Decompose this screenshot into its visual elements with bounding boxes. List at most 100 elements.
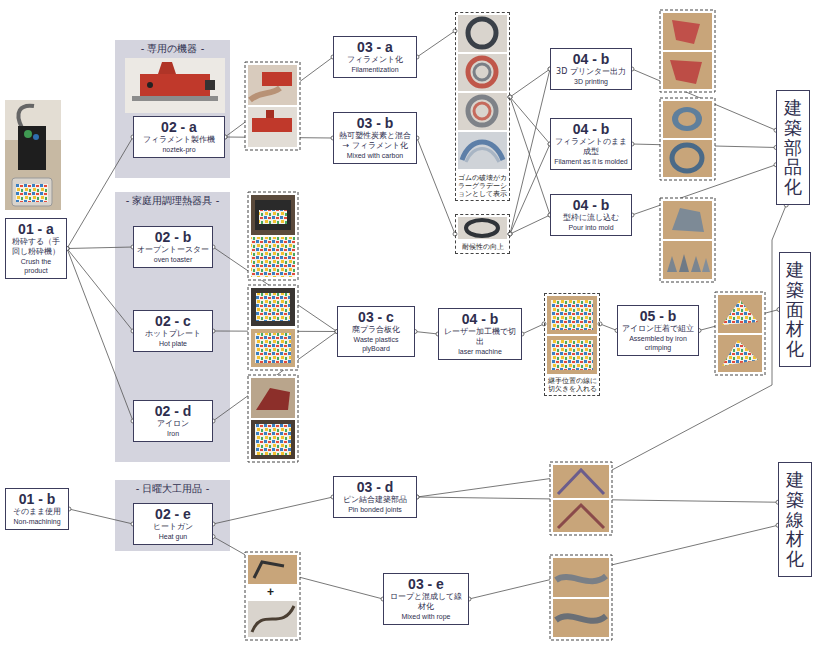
filament-photos xyxy=(466,220,498,236)
step-title: 粉砕する（手回し粉砕機） xyxy=(9,237,63,257)
category-label: 建築面材化 xyxy=(786,260,804,359)
step-subtitle: 3D printing xyxy=(554,77,628,86)
process-box: 05 - bアイロン圧着で組立Assembled by iron crimpin… xyxy=(617,305,699,356)
step-code: 02 - d xyxy=(137,403,209,419)
photo-frame xyxy=(251,329,295,367)
photo-frame xyxy=(553,500,609,532)
photo-frame xyxy=(672,145,702,171)
photo-frame xyxy=(245,552,300,640)
step-title: ヒートガン xyxy=(137,522,209,532)
grinder-photo xyxy=(18,106,34,128)
machine-photo xyxy=(140,74,210,96)
filament-photos xyxy=(458,15,507,239)
process-box: 04 - bフィラメントのまま成型Filament as it is molde… xyxy=(550,118,632,170)
grinder-photo xyxy=(16,184,48,202)
step-subtitle: noztek-pro xyxy=(137,145,221,154)
photo-frame xyxy=(248,285,298,370)
photo-frame xyxy=(250,88,280,100)
connector xyxy=(213,497,333,524)
photo-frame xyxy=(259,210,287,224)
photo-frame xyxy=(245,552,300,640)
photo-frame xyxy=(663,241,712,279)
step-code: 04 - b xyxy=(554,121,628,137)
machine-photo xyxy=(132,96,218,101)
connector xyxy=(510,215,550,234)
connector xyxy=(510,97,550,144)
photo-frame xyxy=(672,208,704,232)
photo-frame xyxy=(663,52,712,89)
category-label: 建築部品化 xyxy=(784,98,802,197)
photo-frame xyxy=(248,107,297,147)
step-title: 型枠に流し込む xyxy=(554,213,628,223)
step-title: フィラメント製作機 xyxy=(137,135,221,145)
group-title: - 家庭用調理熱器具 - xyxy=(115,192,230,207)
junction-dot xyxy=(598,322,602,326)
process-box: 04 - bレーザー加工機で切出laser machine xyxy=(438,308,522,360)
photo-frame xyxy=(251,237,295,277)
panel-background xyxy=(115,40,230,178)
process-box: 03 - b熱可塑性炭素と混合 → フィラメント化Mixed with carb… xyxy=(333,112,417,164)
step-title: アイロン xyxy=(137,419,209,429)
photo-frame xyxy=(255,200,291,230)
photo-frame xyxy=(254,562,284,578)
panel-background xyxy=(115,192,230,462)
photo-frame xyxy=(663,13,712,50)
photo-frame xyxy=(663,201,712,239)
photo-frame xyxy=(722,340,758,366)
connector xyxy=(522,324,544,334)
grinder-photo xyxy=(18,126,46,170)
process-box: 02 - aフィラメント製作機noztek-pro xyxy=(133,116,225,158)
photo-frame xyxy=(660,198,715,282)
step-title: フィラメントのまま成型 xyxy=(554,137,628,157)
photo-caption: 継手位置の線に切欠きを入れる xyxy=(545,376,599,395)
plywood-photos xyxy=(547,296,597,334)
photo-frame xyxy=(660,98,715,180)
photo-frame xyxy=(251,288,295,326)
photo-frame xyxy=(550,462,612,535)
photo-frame xyxy=(248,65,297,105)
step-subtitle: Filament as it is molded xyxy=(554,157,628,166)
photo-frame xyxy=(660,10,715,92)
step-code: 01 - a xyxy=(9,221,63,237)
category-label: 建築線材化 xyxy=(786,470,804,569)
machine-photo xyxy=(125,58,225,113)
photo-frame xyxy=(553,465,609,498)
step-title: ピン結合建築部品 xyxy=(337,495,413,505)
process-box: 04 - b型枠に流し込むPour into mold xyxy=(550,194,632,236)
photo-frame xyxy=(553,599,609,637)
step-subtitle: Waste plastics plyBoard xyxy=(341,335,411,353)
step-subtitle: Mixed with rope xyxy=(387,612,465,621)
plywood-photos xyxy=(547,296,597,374)
step-code: 02 - b xyxy=(137,229,209,245)
step-code: 03 - c xyxy=(341,309,411,325)
photo-frame xyxy=(556,616,606,621)
photo-frame xyxy=(248,192,298,280)
grinder-photo xyxy=(5,100,61,210)
group-title: - 専用の機器 - xyxy=(115,40,230,55)
photo-frame xyxy=(550,555,612,640)
step-code: 02 - a xyxy=(137,119,221,135)
photo-frame xyxy=(718,335,762,372)
step-title: ホットプレート xyxy=(137,329,209,339)
process-box: 03 - aフィラメント化Filamentization xyxy=(333,36,417,78)
plywood-photos xyxy=(551,340,593,370)
filament-photos xyxy=(468,97,496,125)
photo-frame xyxy=(255,333,291,363)
process-box: 03 - dピン結合建築部品Pin bonded joints xyxy=(333,476,417,518)
photo-frame xyxy=(660,98,715,180)
step-subtitle: oven toaster xyxy=(137,255,209,264)
photo-frame xyxy=(248,375,298,462)
photo-frame xyxy=(556,576,606,581)
photo-frame xyxy=(248,555,297,584)
photo-frame xyxy=(252,118,292,132)
filament-photos xyxy=(468,58,496,86)
junction-dot xyxy=(508,95,512,99)
panel-background xyxy=(115,480,230,551)
filament-photos xyxy=(468,19,496,47)
step-subtitle: Assembled by iron crimping xyxy=(621,334,695,352)
photo-frame: 耐候性の向上 xyxy=(455,214,510,254)
grinder-photo xyxy=(12,178,52,206)
photo-frame xyxy=(248,375,298,462)
photo-frame xyxy=(691,256,701,272)
connector xyxy=(67,249,133,332)
